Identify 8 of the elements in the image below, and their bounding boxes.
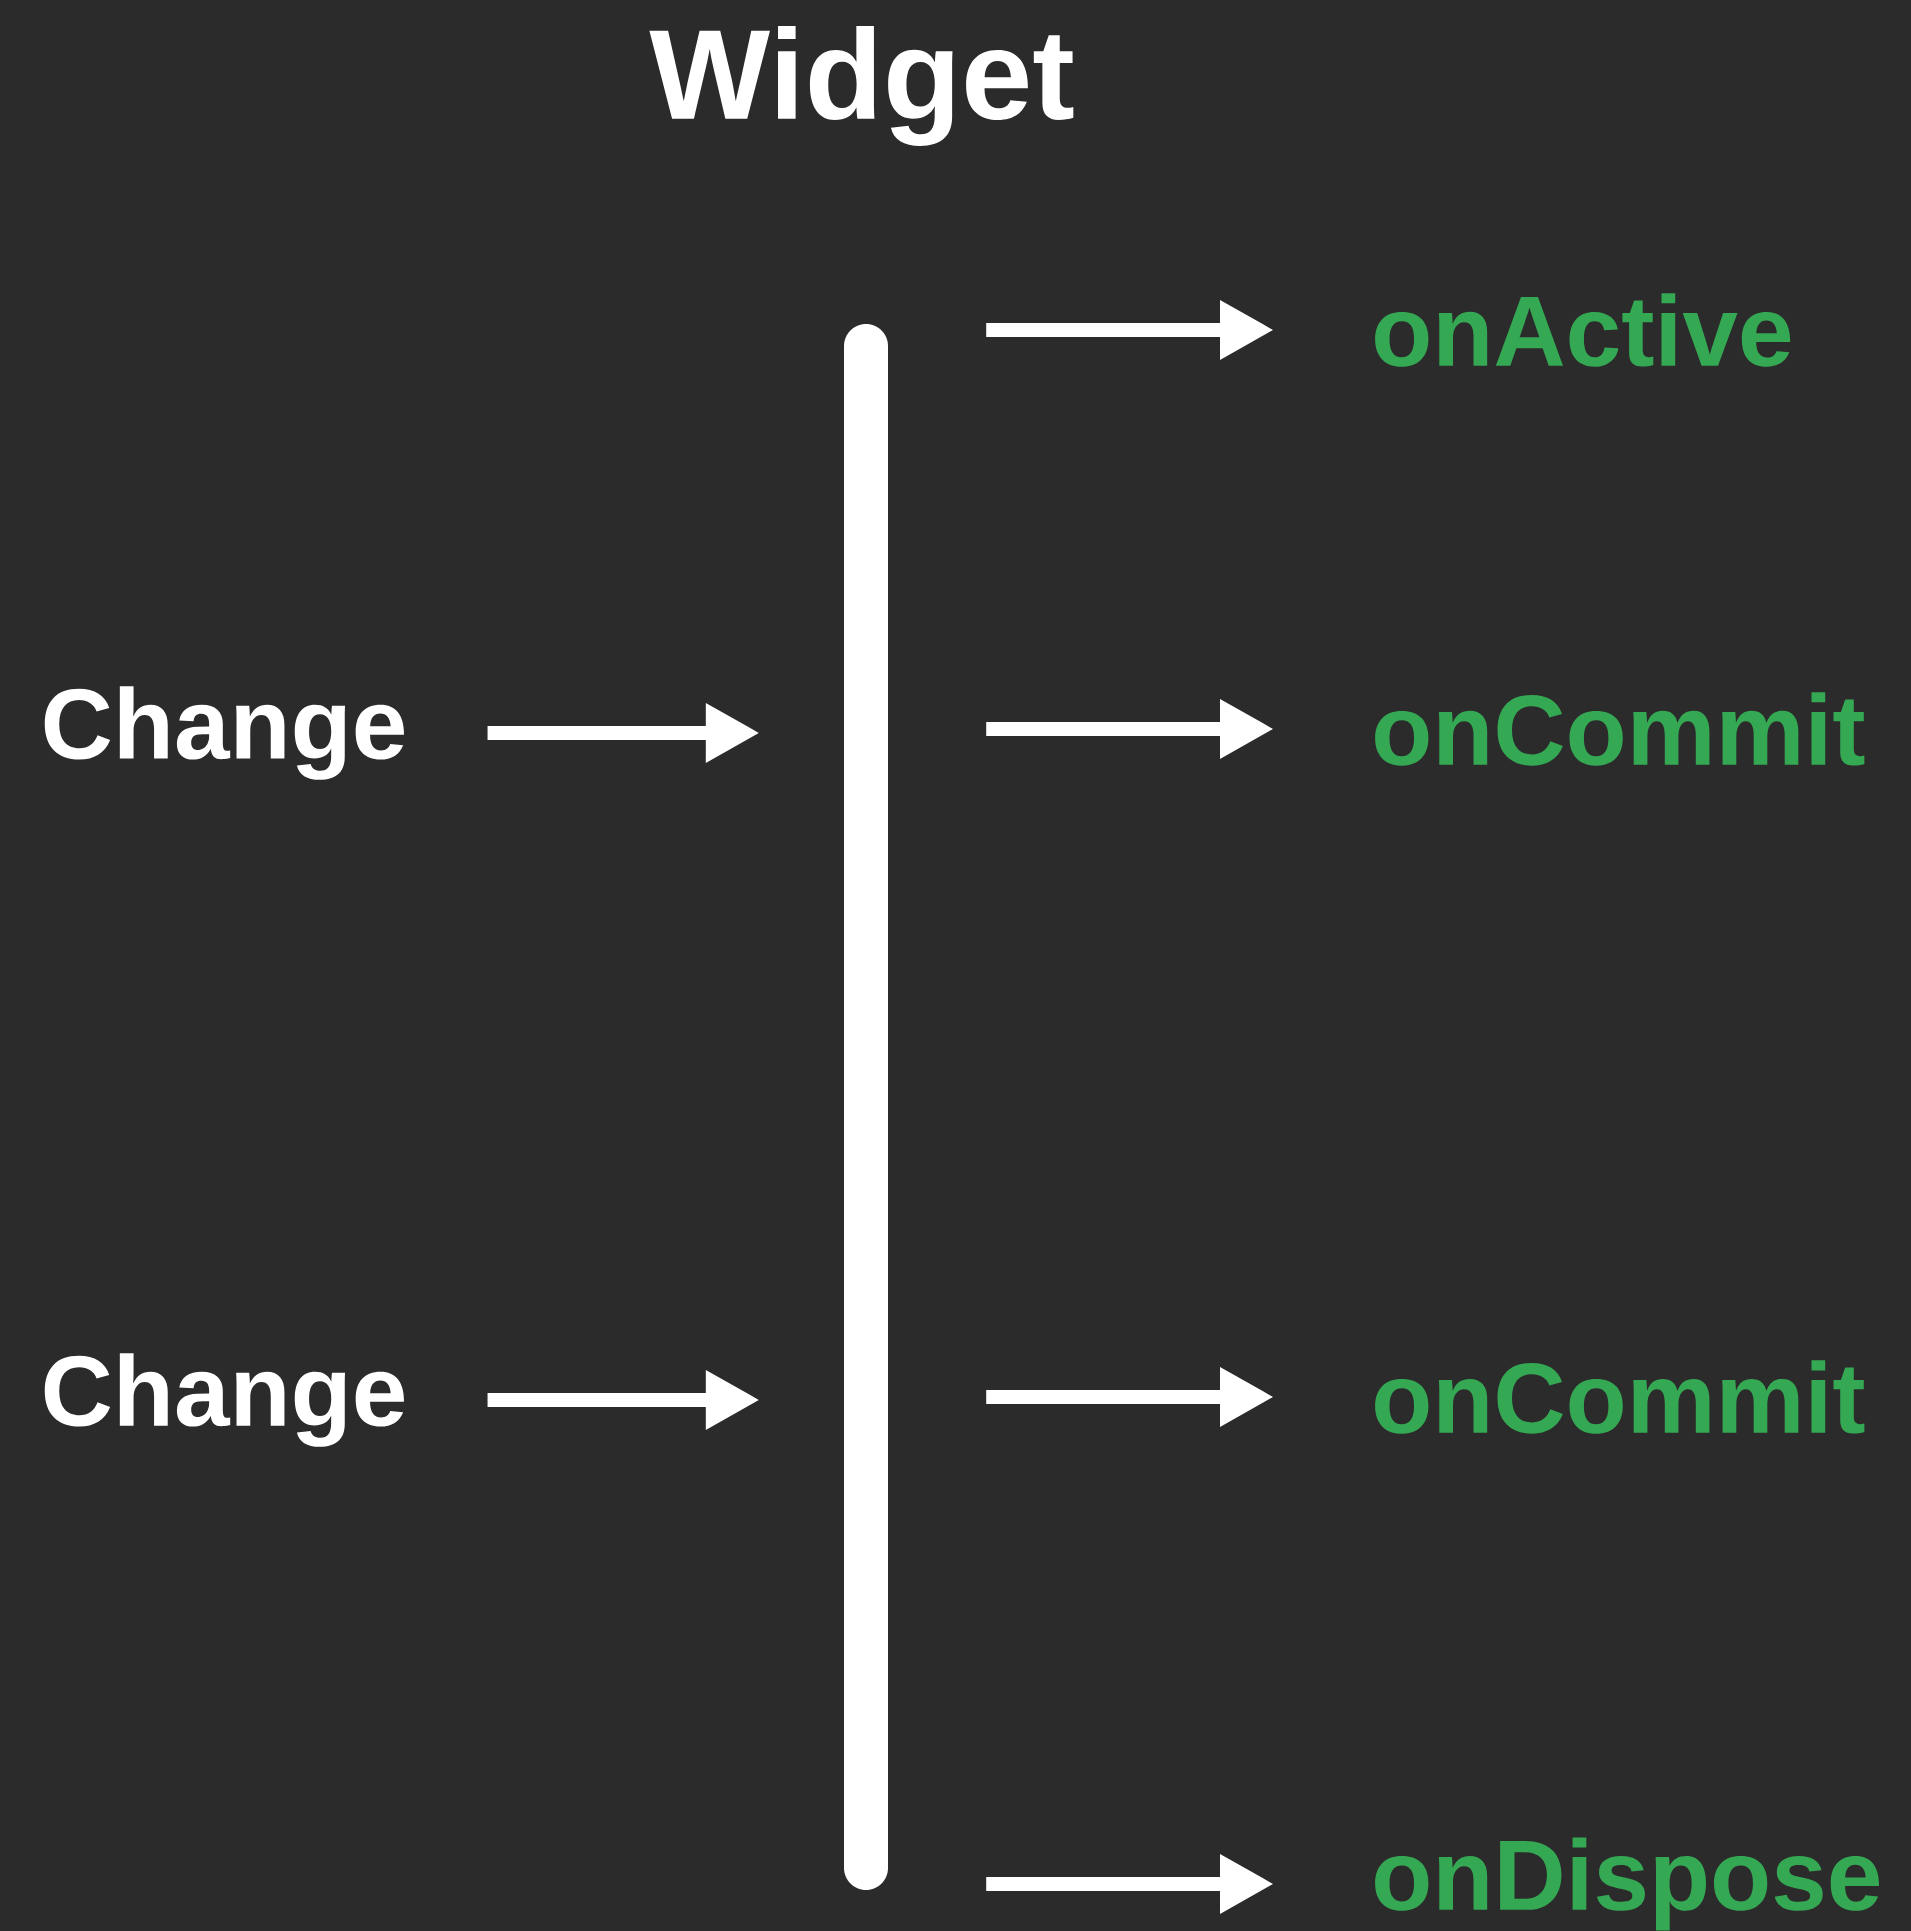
event-label: onActive xyxy=(1375,293,1791,367)
change-label: Change xyxy=(44,1353,404,1447)
title: Widget xyxy=(649,26,1074,146)
event-label: onCommit xyxy=(1375,692,1865,766)
timeline-bar xyxy=(844,324,888,1890)
event-label: onDispose xyxy=(1375,1837,1879,1931)
event-label: onCommit xyxy=(1375,1360,1865,1434)
change-label: Change xyxy=(44,686,404,780)
